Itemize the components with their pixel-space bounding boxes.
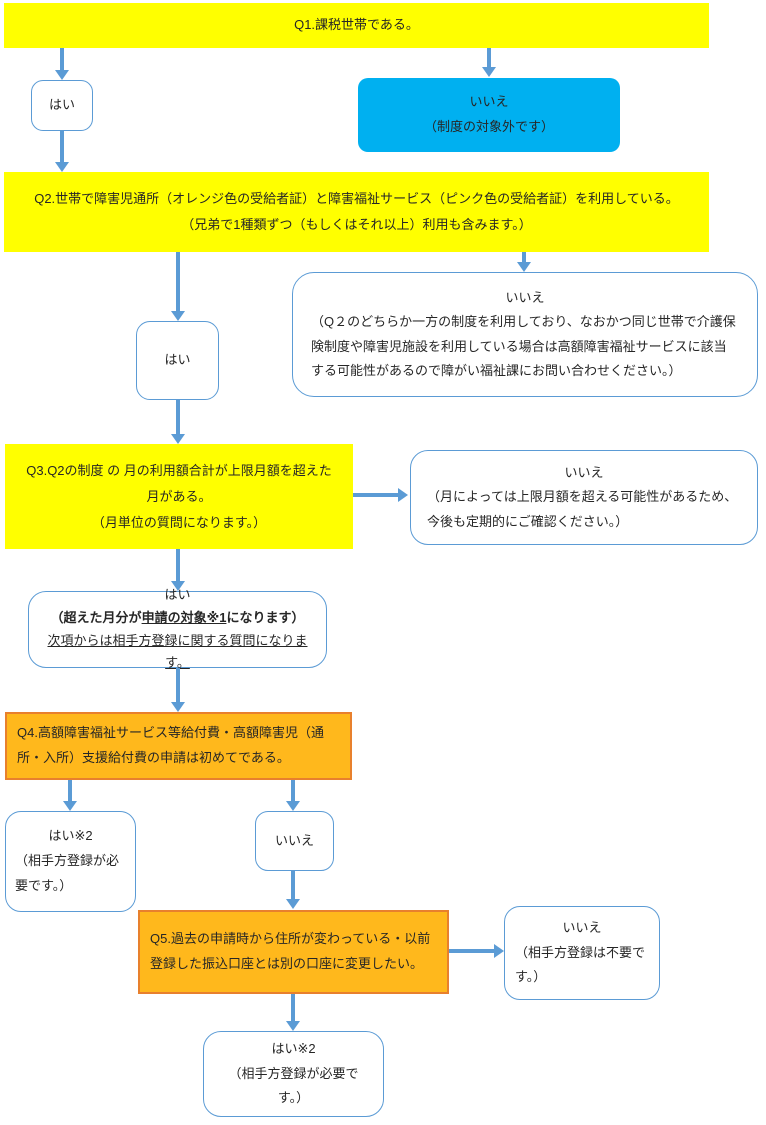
arrow-q2-to-yes <box>171 252 185 321</box>
q1-no-body: （制度の対象外です） <box>423 119 554 134</box>
q2-question-line2: （兄弟で1種類ずつ（もしくはそれ以上）利用も含みます。） <box>181 217 532 232</box>
arrow-q1-to-yes <box>55 48 69 80</box>
arrow-yes3-to-q4 <box>171 668 185 712</box>
arrow-q4-to-no <box>286 780 300 811</box>
q3-yes-note1-prefix: （超えた月分が <box>50 609 142 625</box>
q1-yes-box: はい <box>31 80 93 131</box>
q3-yes-note1: （超えた月分が申請の対象※1になります） <box>37 607 318 630</box>
q3-yes-note1-underlined: 申請の対象※1 <box>141 609 227 625</box>
q3-no-title: いいえ <box>564 465 604 481</box>
q5-no-box: いいえ （相手方登録は不要です。） <box>504 906 660 1000</box>
q5-no-body: （相手方登録は不要です。） <box>515 944 646 985</box>
arrow-yes1-to-q2 <box>55 131 69 172</box>
q5-yes-title: はい※2 <box>271 1040 316 1056</box>
q1-no-box: いいえ （制度の対象外です） <box>358 78 620 152</box>
q5-question-text: Q5.過去の申請時から住所が変わっている・以前登録した振込口座とは別の口座に変更… <box>150 931 431 971</box>
q4-yes-title: はい※2 <box>48 828 93 844</box>
arrow-shaft <box>176 549 180 581</box>
q1-question-box: Q1.課税世帯である。 <box>4 3 709 48</box>
arrow-no4-to-q5 <box>286 871 300 909</box>
q3-no-body: （月によっては上限月額を超える可能性があるため、今後も定期的にご確認ください。） <box>427 489 738 529</box>
arrow-head-icon <box>494 944 504 958</box>
q5-no-title: いいえ <box>562 919 602 935</box>
arrow-shaft <box>68 780 72 801</box>
q4-no-label: いいえ <box>274 832 314 848</box>
q1-no-title: いいえ <box>469 94 509 110</box>
q3-yes-note1-suffix: になります） <box>226 609 305 625</box>
arrow-head-icon <box>55 70 69 80</box>
q4-no-box: いいえ <box>255 811 334 871</box>
q4-yes-body: （相手方登録が必要です。） <box>15 853 120 893</box>
arrow-head-icon <box>63 801 77 811</box>
q1-yes-label: はい <box>48 97 75 113</box>
q4-question-box: Q4.高額障害福祉サービス等給付費・高額障害児（通所・入所）支援給付費の申請は初… <box>5 712 352 780</box>
arrow-head-icon <box>171 702 185 712</box>
q3-yes-box: はい （超えた月分が申請の対象※1になります） 次項からは相手方登録に関する質問… <box>28 587 327 670</box>
q2-yes-label: はい <box>164 352 191 368</box>
arrow-q3-to-no <box>353 488 408 502</box>
arrow-head-icon <box>55 162 69 172</box>
q1-question-text: Q1.課税世帯である。 <box>294 17 419 33</box>
arrow-head-icon <box>482 67 496 77</box>
arrow-shaft <box>487 48 491 67</box>
arrow-q3-to-yes <box>171 549 185 591</box>
arrow-head-icon <box>286 801 300 811</box>
arrow-shaft <box>353 493 398 497</box>
q3-question-box: Q3.Q2の制度 の 月の利用額合計が上限月額を超えた 月がある。 （月単位の質… <box>5 444 353 549</box>
q2-no-box: いいえ （Q２のどちらか一方の制度を利用しており、なおかつ同じ世帯で介護保険制度… <box>292 272 758 397</box>
arrow-head-icon <box>398 488 408 502</box>
arrow-head-icon <box>171 434 185 444</box>
arrow-q5-to-yes <box>286 994 300 1031</box>
q2-yes-box: はい <box>136 321 219 400</box>
arrow-head-icon <box>171 311 185 321</box>
q2-no-title: いいえ <box>505 290 545 306</box>
q4-yes-box: はい※2 （相手方登録が必要です。） <box>5 811 136 912</box>
arrow-head-icon <box>171 581 185 591</box>
arrow-shaft <box>60 131 64 162</box>
arrow-shaft <box>449 949 494 953</box>
arrow-q2-to-no <box>517 252 531 272</box>
q5-yes-body: （相手方登録が必要です。） <box>228 1065 359 1106</box>
arrow-q4-to-yes <box>63 780 77 811</box>
q5-yes-box: はい※2 （相手方登録が必要です。） <box>203 1031 384 1117</box>
arrow-yes2-to-q3 <box>171 400 185 444</box>
q3-question-line3: （月単位の質問になります。） <box>91 514 267 530</box>
arrow-q1-to-no <box>482 48 496 77</box>
arrow-shaft <box>176 668 180 702</box>
arrow-shaft <box>60 48 64 70</box>
arrow-shaft <box>291 871 295 899</box>
arrow-head-icon <box>517 262 531 272</box>
q3-question-line2: 月がある。 <box>146 488 212 504</box>
q2-question-box: Q2.世帯で障害児通所（オレンジ色の受給者証）と障害福祉サービス（ピンク色の受給… <box>4 172 709 252</box>
q3-no-box: いいえ （月によっては上限月額を超える可能性があるため、今後も定期的にご確認くだ… <box>410 450 758 545</box>
q3-question-line1: Q3.Q2の制度 の 月の利用額合計が上限月額を超えた <box>26 462 332 478</box>
arrow-q5-to-no <box>449 944 504 958</box>
arrow-shaft <box>291 780 295 801</box>
q3-yes-title: はい <box>164 587 191 602</box>
q3-yes-note2: 次項からは相手方登録に関する質問になります。 <box>47 632 308 671</box>
q5-question-box: Q5.過去の申請時から住所が変わっている・以前登録した振込口座とは別の口座に変更… <box>138 910 449 994</box>
arrow-head-icon <box>286 899 300 909</box>
arrow-shaft <box>522 252 526 262</box>
arrow-shaft <box>176 400 180 434</box>
q2-question-line1: Q2.世帯で障害児通所（オレンジ色の受給者証）と障害福祉サービス（ピンク色の受給… <box>34 191 679 206</box>
arrow-head-icon <box>286 1021 300 1031</box>
arrow-shaft <box>176 252 180 311</box>
arrow-shaft <box>291 994 295 1021</box>
q4-question-text: Q4.高額障害福祉サービス等給付費・高額障害児（通所・入所）支援給付費の申請は初… <box>17 725 324 765</box>
q2-no-body: （Q２のどちらか一方の制度を利用しており、なおかつ同じ世帯で介護保険制度や障害児… <box>311 314 736 378</box>
